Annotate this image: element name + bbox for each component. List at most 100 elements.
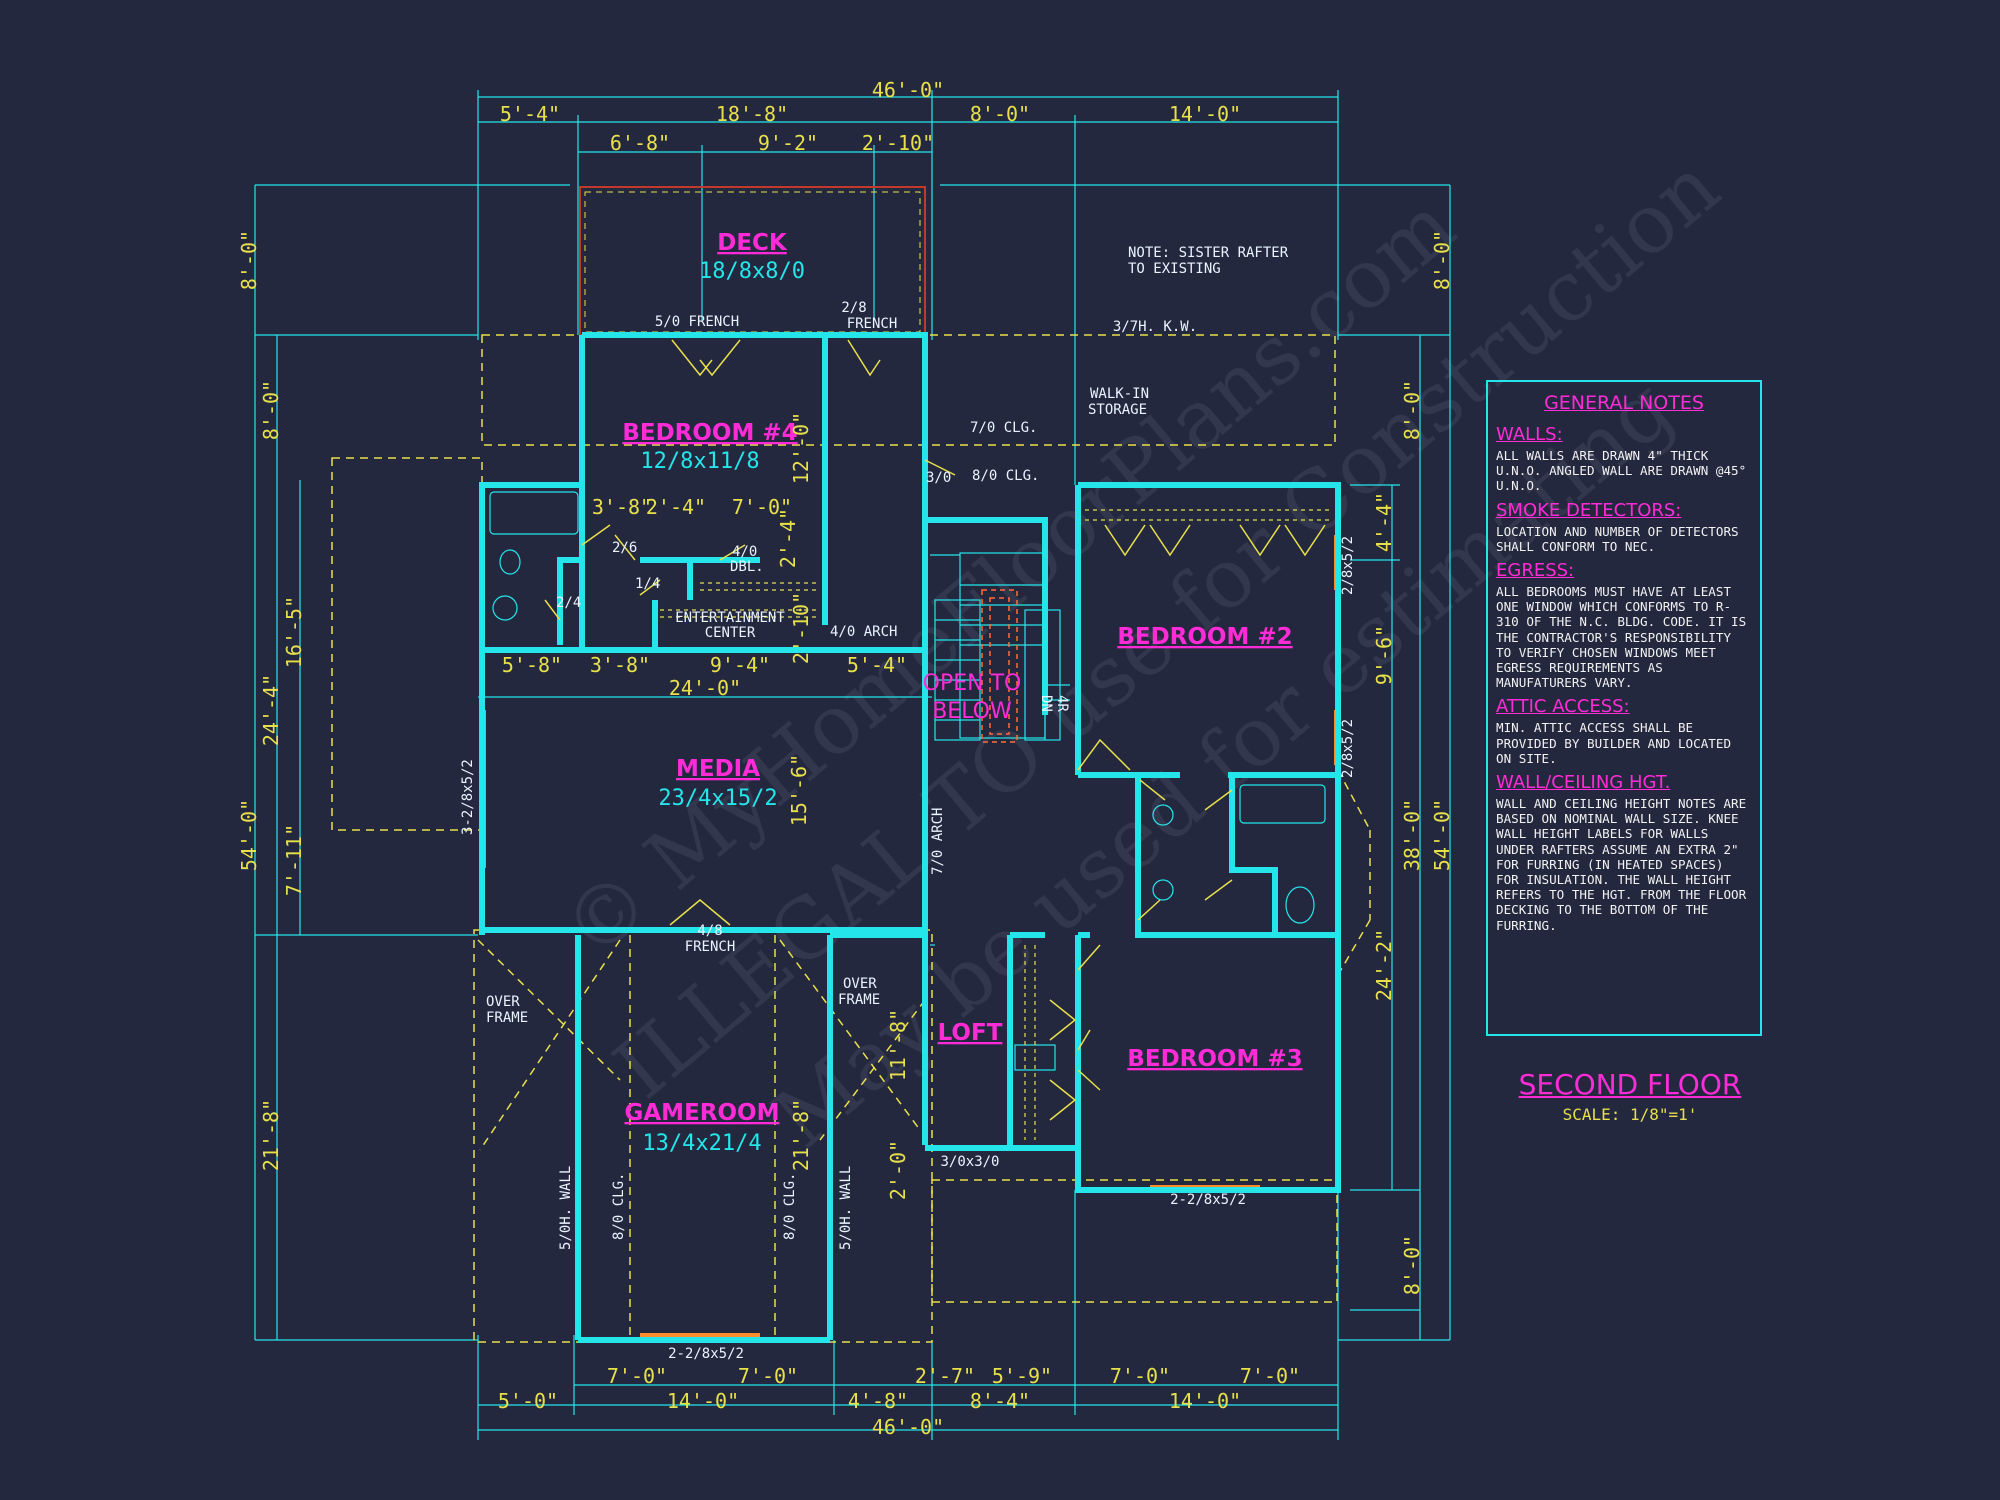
label-french-5-0: 5/0 FRENCH — [655, 314, 739, 330]
dim-media-height: 15'-6" — [787, 754, 811, 826]
label-wall-5-0-left: 5/0H. WALL — [558, 1166, 574, 1250]
dim-right-inner-0: 4'-4" — [1372, 492, 1396, 552]
walls — [479, 332, 1341, 1343]
dim-bottom-row1-3: 5'-9" — [992, 1364, 1052, 1388]
notes-heading-egress: EGRESS: — [1496, 560, 1575, 582]
dim-left-mid-1: 24'-4" — [259, 674, 283, 746]
notes-section-attic: ATTIC ACCESS: MIN. ATTIC ACCESS SHALL BE… — [1496, 696, 1752, 766]
label-clg-8: 8/0 CLG. — [972, 468, 1039, 484]
label-french-4-8-b: FRENCH — [685, 939, 736, 955]
dim-loft-height: 11'-8" — [886, 1009, 910, 1081]
dim-closet-2-4: 2'-4" — [776, 508, 800, 568]
bedroom-3-label: BEDROOM #3 — [1127, 1046, 1302, 1072]
dim-right-outer-0: 8'-0" — [1430, 230, 1454, 290]
dim-bed4-height: 12'-0" — [789, 412, 813, 484]
notes-section-egress: EGRESS: ALL BEDROOMS MUST HAVE AT LEAST … — [1496, 560, 1752, 690]
label-dbl: DBL. — [730, 559, 764, 575]
label-over-frame-right-2: FRAME — [838, 992, 880, 1008]
label-door-2-6: 2/6 — [612, 540, 637, 556]
notes-body-height: WALL AND CEILING HEIGHT NOTES ARE BASED … — [1496, 796, 1747, 933]
media-size: 23/4x15/2 — [658, 786, 777, 811]
dim-top-row2-1: 9'-2" — [758, 131, 818, 155]
dim-closet-2-10: 2'-10" — [789, 592, 813, 664]
dim-top-row2-0: 6'-8" — [610, 131, 670, 155]
notes-body-smoke: LOCATION AND NUMBER OF DETECTORS SHALL C… — [1496, 523, 1739, 554]
dim-bottom-row1-5: 7'-0" — [1240, 1364, 1300, 1388]
closet-shelves — [660, 509, 1330, 1140]
label-wall-5-0-right: 5/0H. WALL — [838, 1166, 854, 1250]
dim-bottom-total: 46'-0" — [872, 1415, 944, 1439]
notes-heading-smoke: SMOKE DETECTORS: — [1496, 499, 1682, 521]
dim-top-row1-0: 5'-4" — [500, 102, 560, 126]
dim-right-inner-1: 9'-6" — [1372, 625, 1396, 685]
label-door-3-0: 3/0 — [926, 470, 951, 486]
stair-outline — [981, 589, 1018, 743]
sheet-scale: SCALE: 1/8"=1' — [1562, 1105, 1698, 1124]
notes-body-walls: ALL WALLS ARE DRAWN 4" THICK U.N.O. ANGL… — [1496, 448, 1747, 494]
stairs — [934, 599, 1061, 741]
label-window-media-left: 3-2/8x5/2 — [460, 759, 476, 835]
dim-media-width: 24'-0" — [669, 676, 741, 700]
label-clg-8-left: 8/0 CLG. — [611, 1173, 627, 1240]
gameroom-size: 13/4x21/4 — [642, 1131, 761, 1156]
notes-heading-walls: WALLS: — [1496, 424, 1563, 445]
dim-top-row2-2: 2'-10" — [862, 131, 934, 155]
dim-left-inner-0: 16'-5" — [282, 596, 306, 668]
dim-bottom-row2-0: 5'-0" — [498, 1389, 558, 1413]
label-window-bed2-b: 2/8x5/2 — [1340, 719, 1356, 778]
dim-media-row-2: 9'-4" — [710, 653, 770, 677]
general-notes-title: GENERAL NOTES — [1544, 392, 1704, 414]
label-arch-4-0: 4/0 ARCH — [830, 624, 897, 640]
label-door-2-4: 2/4 — [556, 595, 581, 611]
label-clg-8-right: 8/0 CLG. — [782, 1173, 798, 1240]
label-arch-7-0: 7/0 ARCH — [930, 808, 946, 875]
dim-right-inner-2: 24'-2" — [1372, 929, 1396, 1001]
dim-bed4-row-2: 7'-0" — [732, 495, 792, 519]
open-below-line-1: OPEN TO — [923, 671, 1022, 696]
label-ent-1: ENTERTAINMENT — [675, 610, 785, 626]
dim-bottom-row1-0: 7'-0" — [607, 1364, 667, 1388]
deck-label: DECK — [717, 230, 788, 256]
label-window-bed2-a: 2/8x5/2 — [1340, 536, 1356, 595]
loft-label: LOFT — [938, 1020, 1003, 1046]
interior-details — [478, 491, 1326, 1071]
bedroom-4-size: 12/8x11/8 — [640, 449, 759, 474]
media-label: MEDIA — [676, 756, 760, 782]
label-french-2-8-a: 2/8 — [841, 300, 866, 316]
label-walkin-1: WALK-IN — [1090, 386, 1149, 402]
label-kw: 3/7H. K.W. — [1113, 319, 1197, 335]
bedroom-2-label: BEDROOM #2 — [1117, 624, 1292, 650]
dim-left-mid-2: 21'-8" — [259, 1099, 283, 1171]
dim-media-row-0: 5'-8" — [502, 653, 562, 677]
dim-right-mid-1: 38'-0" — [1400, 799, 1424, 871]
sheet-title: SECOND FLOOR — [1518, 1068, 1742, 1101]
label-window-loft: 3/0x3/0 — [940, 1154, 999, 1170]
dim-media-row-3: 5'-4" — [847, 653, 907, 677]
notes-heading-height: WALL/CEILING HGT. — [1496, 772, 1671, 794]
dim-bottom-row2-3: 8'-4" — [970, 1389, 1030, 1413]
watermark-line-1: © MyHomeFloorPlans.com — [546, 178, 1473, 978]
label-rafter-note-2: TO EXISTING — [1128, 261, 1221, 277]
dim-media-row-1: 3'-8" — [590, 653, 650, 677]
dim-right-mid-2: 8'-0" — [1400, 1235, 1424, 1295]
open-below-line-2: BELOW — [932, 699, 1012, 724]
bedroom-4-label: BEDROOM #4 — [622, 420, 797, 446]
dim-game-height: 21'-8" — [789, 1099, 813, 1171]
label-dn: DN — [1038, 695, 1054, 712]
gameroom-label: GAMEROOM — [625, 1100, 780, 1126]
notes-section-smoke: SMOKE DETECTORS: LOCATION AND NUMBER OF … — [1496, 500, 1752, 554]
dim-loft-low: 2'-0" — [886, 1140, 910, 1200]
dim-bottom-row1-2: 2'-7" — [915, 1364, 975, 1388]
dim-right-mid-0: 8'-0" — [1400, 380, 1424, 440]
notes-body-egress: ALL BEDROOMS MUST HAVE AT LEAST ONE WIND… — [1496, 584, 1747, 691]
dim-top-total: 46'-0" — [872, 78, 944, 102]
label-clg-7: 7/0 CLG. — [970, 420, 1037, 436]
notes-body-attic: MIN. ATTIC ACCESS SHALL BE PROVIDED BY B… — [1496, 720, 1732, 766]
dim-left-outer-1: 54'-0" — [237, 799, 261, 871]
dim-bed4-row-0: 3'-8" — [592, 495, 652, 519]
deck-size: 18/8x8/0 — [699, 259, 805, 284]
dim-left-outer-0: 8'-0" — [237, 230, 261, 290]
dim-bottom-row2-1: 14'-0" — [667, 1389, 739, 1413]
label-door-1-4: 1/4 — [635, 576, 660, 592]
dim-left-mid-0: 8'-0" — [259, 380, 283, 440]
